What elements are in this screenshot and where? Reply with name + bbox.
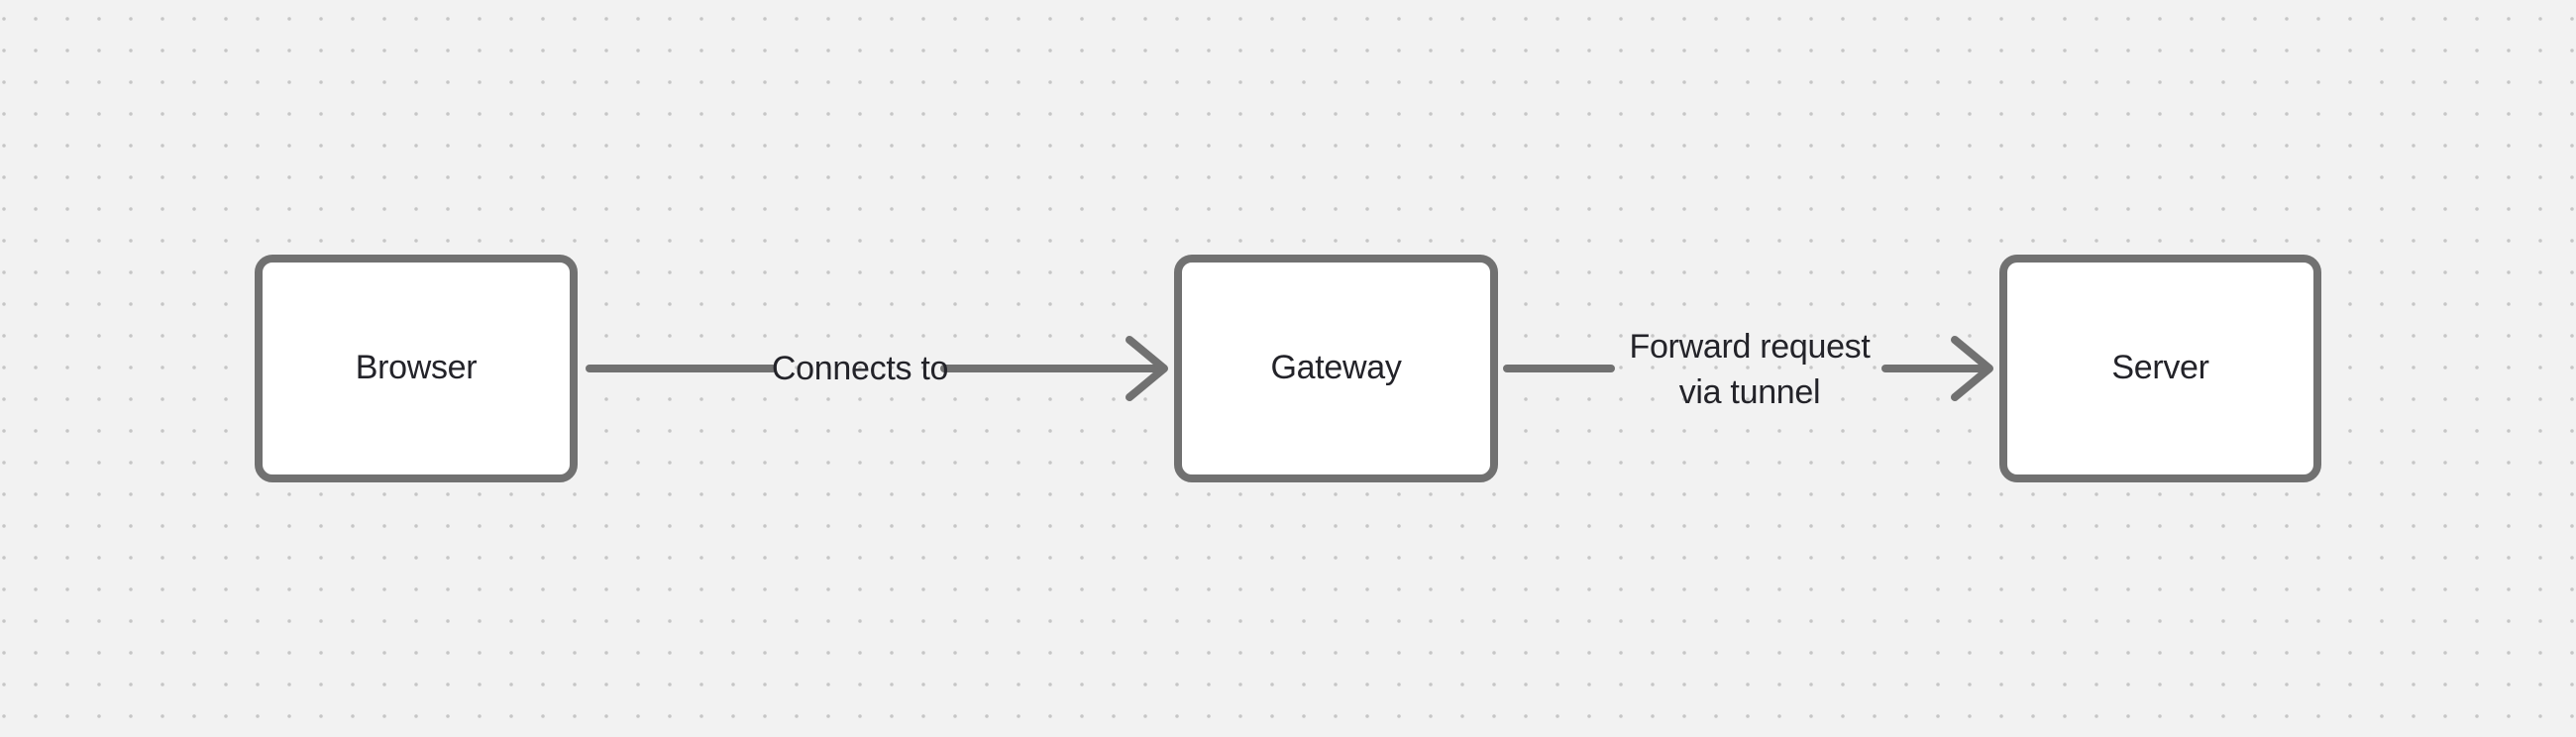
node-browser[interactable]: Browser	[255, 255, 578, 482]
arrow-head[interactable]	[1126, 336, 1168, 401]
arrow-gateway-to-server[interactable]	[1503, 336, 1993, 401]
node-server[interactable]: Server	[1999, 255, 2321, 482]
arrow-browser-to-gateway[interactable]	[586, 336, 1168, 401]
node-label: Browser	[355, 349, 478, 386]
edge-label-forward-request[interactable]: Forward request via tunnel	[1629, 324, 1870, 415]
node-gateway[interactable]: Gateway	[1174, 255, 1498, 482]
edge-label-line: Forward request	[1629, 328, 1871, 366]
edge-label-line: Connects to	[771, 350, 949, 387]
node-label: Gateway	[1270, 349, 1402, 386]
edge-label-line: via tunnel	[1678, 373, 1821, 411]
edge-label-connects-to[interactable]: Connects to	[772, 346, 948, 391]
node-label: Server	[2111, 349, 2209, 386]
arrow-head[interactable]	[1951, 336, 1993, 401]
